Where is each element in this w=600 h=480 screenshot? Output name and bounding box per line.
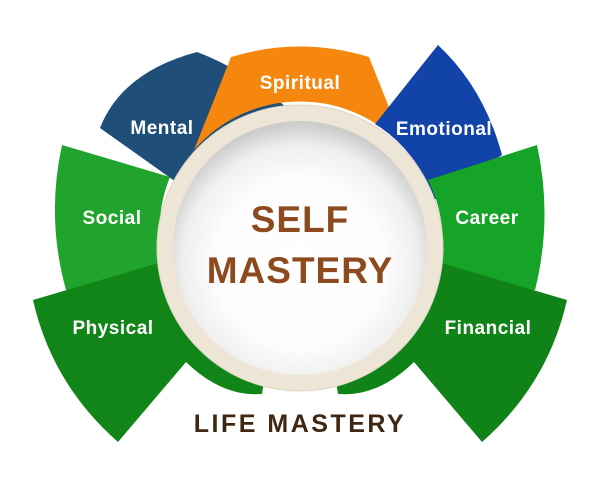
- label-social: Social: [83, 208, 142, 229]
- petal-physical: [33, 262, 265, 442]
- label-financial: Financial: [445, 318, 532, 339]
- petal-spiritual: [194, 46, 406, 150]
- petal-career: [428, 145, 545, 300]
- center-title-line2: MASTERY: [207, 250, 394, 291]
- label-spiritual: Spiritual: [260, 73, 341, 94]
- label-mental: Mental: [130, 118, 193, 139]
- center-title-line1: SELF: [251, 199, 350, 240]
- center-circle-face: [173, 121, 427, 375]
- petal-financial: [335, 262, 567, 442]
- petal-social: [54, 145, 181, 302]
- label-physical: Physical: [72, 318, 153, 339]
- petal-emotional: [375, 45, 502, 200]
- label-emotional: Emotional: [396, 119, 492, 140]
- caption-life-mastery: LIFE MASTERY: [194, 410, 406, 438]
- label-career: Career: [455, 208, 518, 229]
